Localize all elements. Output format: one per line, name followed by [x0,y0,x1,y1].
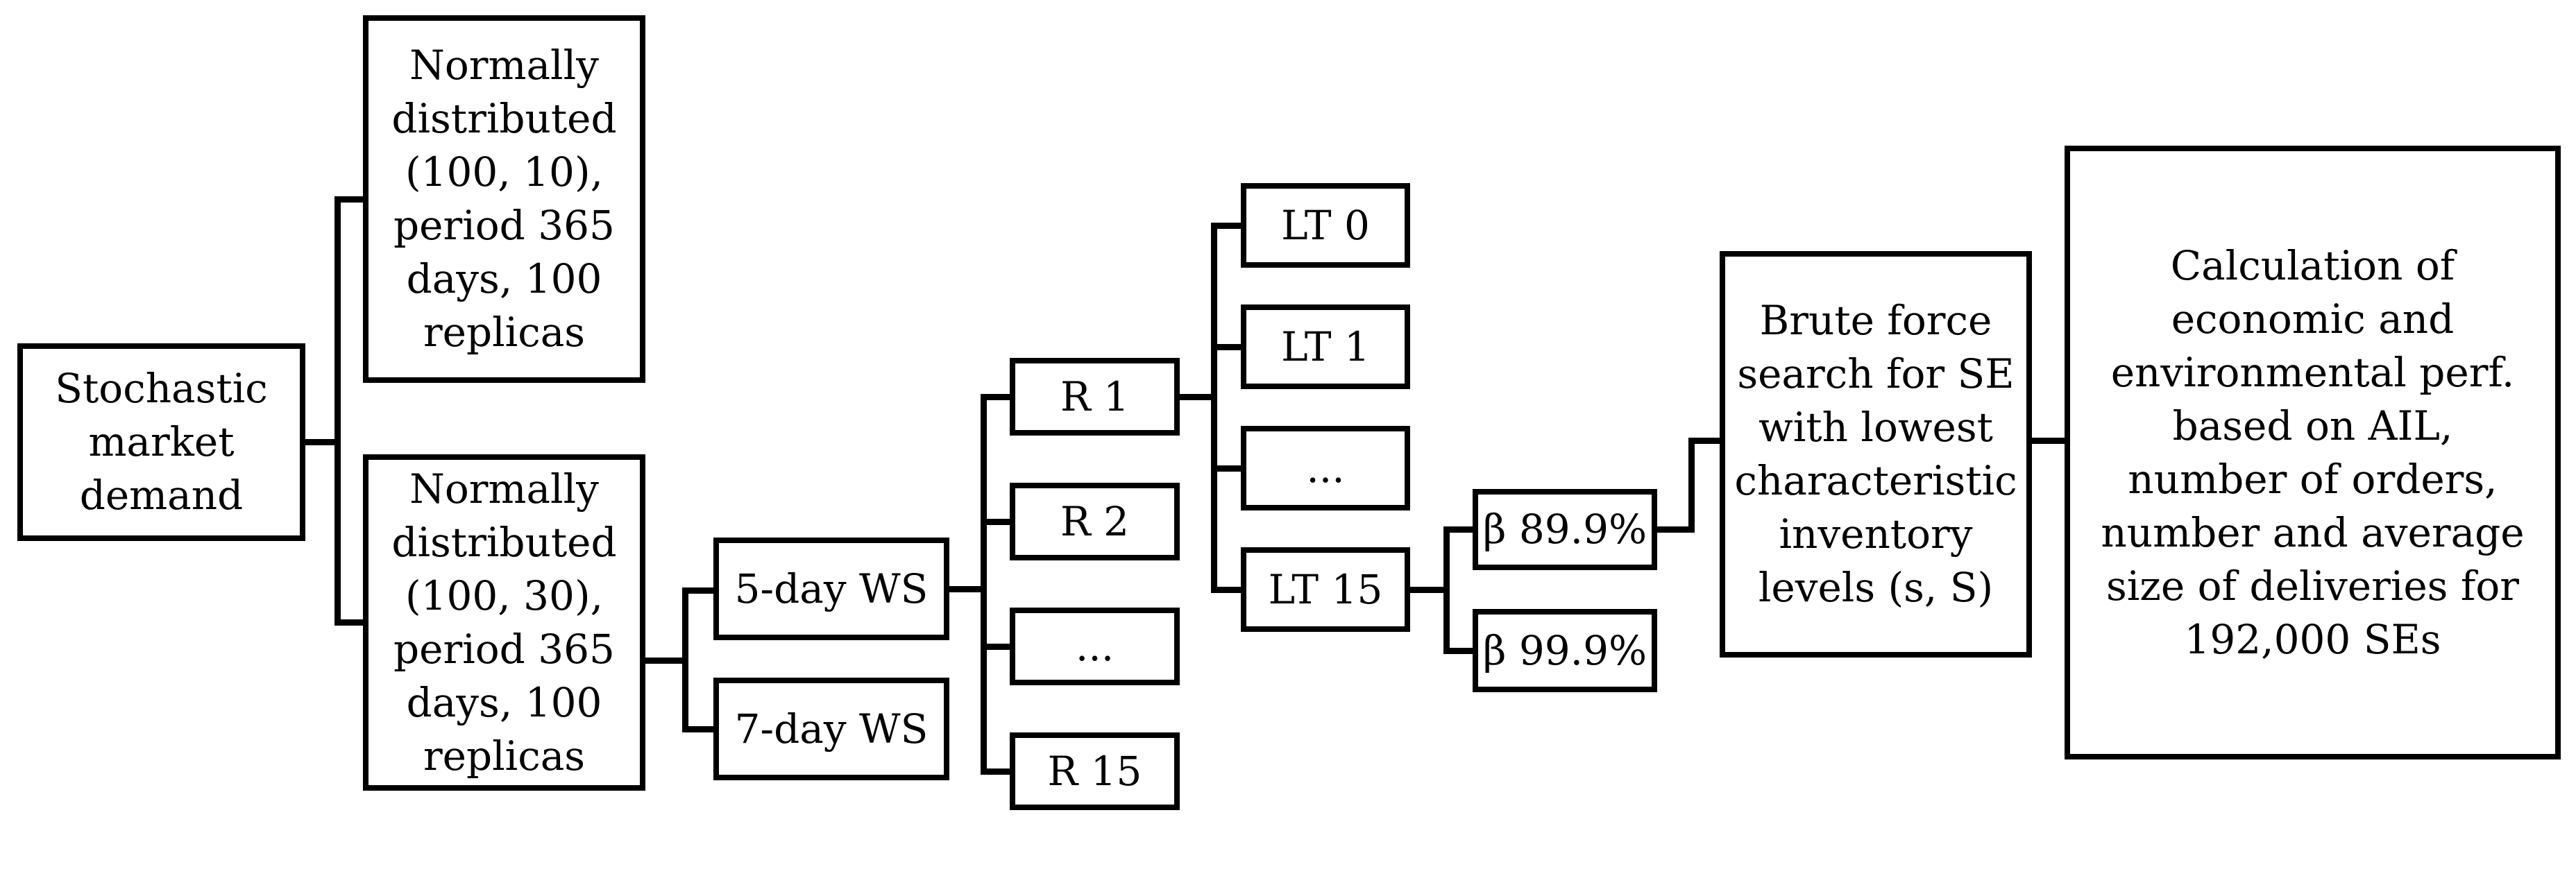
connector-branch-nd10 [341,196,363,203]
node-beta-89-9: β 89.9% [1473,489,1657,570]
connector-beta-spine [1443,526,1450,654]
node-r2: R 2 [1010,483,1180,560]
node-brute-force-search: Brute force search for SE with lowest ch… [1720,251,2032,658]
node-normally-distributed-100-30: Normally distributed (100, 30), period 3… [363,454,645,791]
node-5-day-ws: 5-day WS [713,538,949,640]
connector-lt15-feeder [1410,587,1450,593]
connector-lt-spine [1211,223,1217,593]
node-normally-distributed-100-10: Normally distributed (100, 10), period 3… [363,15,645,383]
node-lt0: LT 0 [1241,183,1410,268]
node-r-ellipsis: ... [1010,608,1180,685]
node-stochastic-market-demand: Stochastic market demand [17,343,305,541]
node-7-day-ws: 7-day WS [713,678,949,780]
connector-branch-beta-99-9 [1450,648,1473,654]
connector-beta-riser [1688,438,1695,533]
connector-r1-feeder [1180,394,1217,400]
connector-branch-beta-89-9 [1450,526,1473,533]
connector-branch-r1 [987,394,1010,400]
connector-beta899-feeder [1657,526,1695,533]
node-r15: R 15 [1010,732,1180,810]
connector-ws5-feeder [949,586,987,592]
connector-branch-nd30 [341,619,363,626]
node-r1: R 1 [1010,358,1180,436]
connector-brute-to-calc [2032,438,2065,444]
connector-branch-ws5 [688,587,713,594]
connector-branch-r-ellipsis [987,644,1010,650]
connector-branch-lt1 [1217,344,1241,350]
connector-branch-lt15 [1217,587,1241,593]
connector-ws-spine [682,587,688,732]
node-calculation-performance: Calculation of economic and environmenta… [2065,146,2561,759]
node-lt1: LT 1 [1241,304,1410,389]
connector-branch-r15 [987,768,1010,775]
node-lt-ellipsis: ... [1241,426,1410,510]
connector-branch-lt0 [1217,223,1241,229]
connector-branch-ws7 [688,726,713,732]
connector-branch-r2 [987,519,1010,525]
connector-r-spine [981,394,987,775]
connector-nd30-feeder [645,658,688,664]
connector-branch-lt-ellipsis [1217,465,1241,472]
connector-brute-entry [1695,438,1720,444]
connector-stochastic-feeder [305,439,341,445]
node-lt15: LT 15 [1241,547,1410,632]
node-beta-99-9: β 99.9% [1473,609,1657,692]
connector-nd-spine [334,196,341,626]
